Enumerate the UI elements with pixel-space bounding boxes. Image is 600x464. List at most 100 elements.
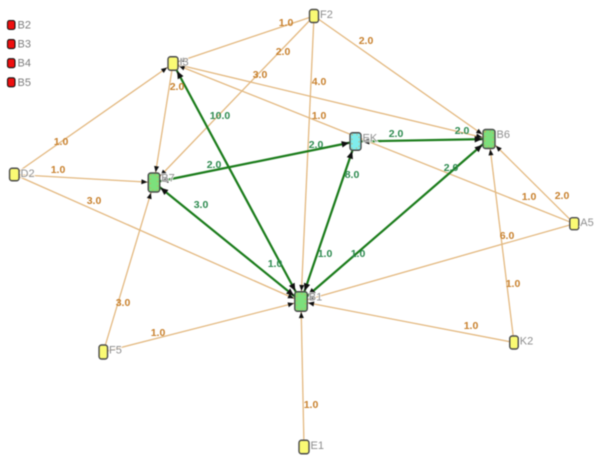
node-I3[interactable] bbox=[167, 56, 179, 71]
edge-F2-B1 bbox=[300, 15, 315, 302]
node-label-F5: F5 bbox=[109, 345, 122, 357]
node-label-F2: F2 bbox=[320, 9, 333, 21]
node-D2[interactable] bbox=[8, 167, 20, 182]
arrowhead-into-I3 bbox=[160, 67, 168, 74]
arrowhead-into-B1 bbox=[287, 293, 294, 299]
edge-D2-B7 bbox=[14, 173, 155, 184]
arrowhead-into-EK bbox=[341, 141, 350, 148]
edge-weight-I3-B1: 1.0 bbox=[268, 258, 283, 270]
legend-item-B5: B5 bbox=[6, 77, 31, 89]
node-shape-F2[interactable] bbox=[308, 8, 320, 24]
node-shape-F5[interactable] bbox=[98, 344, 109, 360]
edge-D2-B1 bbox=[14, 173, 302, 303]
edge-A5-I3 bbox=[172, 62, 575, 225]
node-label-EK: EK bbox=[363, 132, 378, 144]
edge-F2-I3 bbox=[172, 15, 315, 65]
node-shape-I3[interactable] bbox=[167, 56, 179, 71]
arrowhead-into-B6 bbox=[495, 145, 502, 152]
edge-B7-EK bbox=[153, 140, 356, 184]
arrowhead-into-B1 bbox=[287, 302, 294, 308]
node-shape-EK[interactable] bbox=[349, 132, 362, 151]
edge-I3-B7 bbox=[153, 63, 174, 183]
edge-weight-F2-B1: 4.0 bbox=[312, 76, 327, 88]
edge-weight-EK-B6: 2.0 bbox=[455, 125, 470, 137]
edge-weight-D2-I3: 1.0 bbox=[54, 136, 69, 148]
legend-item-B3: B3 bbox=[6, 39, 31, 51]
node-F5[interactable] bbox=[98, 344, 109, 360]
edge-weight-B1-B6: 1.0 bbox=[351, 248, 366, 260]
arrowhead-into-B6 bbox=[488, 149, 494, 156]
edge-B1-EK bbox=[299, 141, 357, 302]
arrowhead-into-B7 bbox=[160, 176, 169, 183]
edge-weight-K2-B6: 1.0 bbox=[506, 278, 521, 290]
edge-weight-K2-B1: 1.0 bbox=[464, 320, 479, 332]
edge-K2-B6 bbox=[488, 138, 515, 343]
edge-I3-B6 bbox=[172, 62, 490, 140]
arrowhead-into-B1 bbox=[303, 282, 311, 291]
arrowhead-into-B7 bbox=[154, 165, 160, 173]
arrows-layer bbox=[141, 57, 502, 319]
node-B6[interactable] bbox=[482, 128, 496, 150]
edge-I3-B1 bbox=[172, 62, 302, 303]
edge-weight-B1-EK: 1.0 bbox=[318, 248, 333, 260]
edge-E1-B1 bbox=[300, 301, 305, 448]
node-label-I3: I3 bbox=[180, 56, 189, 68]
arrowhead-into-B7 bbox=[146, 192, 152, 200]
legend-label-B5: B5 bbox=[18, 77, 31, 89]
edge-weight-D2-B7: 1.0 bbox=[51, 164, 66, 176]
edge-D2-I3 bbox=[13, 62, 174, 176]
arrowhead-into-EK bbox=[346, 151, 353, 160]
arrowhead-into-I3 bbox=[178, 65, 186, 71]
nodes-layer bbox=[8, 8, 580, 455]
edge-weight-A5-I3: 1.0 bbox=[522, 191, 537, 203]
edges-layer bbox=[13, 15, 575, 448]
edge-weight-F2-B7: 2.0 bbox=[276, 46, 291, 58]
node-picked-marks-B6 bbox=[484, 131, 494, 147]
edge-weight-F5-B7: 3.0 bbox=[116, 297, 131, 309]
legend-swatch-B2 bbox=[6, 19, 16, 31]
legend-item-B2: B2 bbox=[6, 19, 31, 32]
arrowhead-into-EK bbox=[361, 137, 370, 145]
edge-weight-I3-B7: 2.0 bbox=[170, 81, 185, 93]
node-F2[interactable] bbox=[308, 8, 320, 24]
arrowhead-into-B6 bbox=[474, 136, 483, 143]
arrowhead-into-B7 bbox=[160, 187, 169, 196]
legend-label-B2: B2 bbox=[18, 20, 31, 32]
node-B7[interactable] bbox=[147, 172, 161, 193]
node-shape-A5[interactable] bbox=[569, 216, 580, 231]
arrowhead-into-B1 bbox=[308, 288, 316, 296]
edge-weight-F5-B1: 1.0 bbox=[151, 327, 166, 339]
edge-weight-B7-EK: 2.0 bbox=[309, 139, 324, 151]
arrowhead-into-B7 bbox=[141, 179, 148, 185]
node-shape-B6[interactable] bbox=[482, 128, 496, 150]
legend-swatch-B5 bbox=[6, 77, 16, 88]
edge-weight-F2-B1: 1.0 bbox=[312, 110, 327, 122]
arrowhead-into-I3 bbox=[177, 71, 184, 80]
arrowhead-into-B1 bbox=[299, 284, 305, 291]
node-shape-D2[interactable] bbox=[8, 167, 20, 182]
edge-weight-F2-B7: 3.0 bbox=[253, 69, 268, 81]
legend-swatch-B3 bbox=[6, 39, 16, 50]
node-EK[interactable] bbox=[349, 132, 362, 151]
arrowhead-into-B1 bbox=[286, 288, 294, 296]
legend-label-B4: B4 bbox=[18, 58, 31, 70]
edge-B7-B1 bbox=[153, 181, 302, 303]
edge-weight-A5-B1: 6.0 bbox=[500, 230, 515, 242]
node-B1[interactable] bbox=[294, 291, 308, 312]
node-shape-K2[interactable] bbox=[509, 335, 519, 350]
arrowhead-into-B7 bbox=[160, 169, 167, 176]
node-label-A5: A5 bbox=[580, 217, 593, 229]
edge-weight-B7-B1: 3.0 bbox=[194, 199, 209, 211]
edge-K2-B1 bbox=[300, 300, 515, 344]
node-shape-B7[interactable] bbox=[147, 172, 161, 193]
arrowhead-into-B1 bbox=[308, 301, 315, 307]
node-A5[interactable] bbox=[569, 216, 580, 231]
node-shape-B1[interactable] bbox=[294, 291, 308, 312]
node-K2[interactable] bbox=[509, 335, 519, 350]
node-shape-E1[interactable] bbox=[298, 439, 310, 455]
node-E1[interactable] bbox=[298, 439, 310, 455]
edge-weight-F2-B6: 2.0 bbox=[359, 35, 374, 47]
